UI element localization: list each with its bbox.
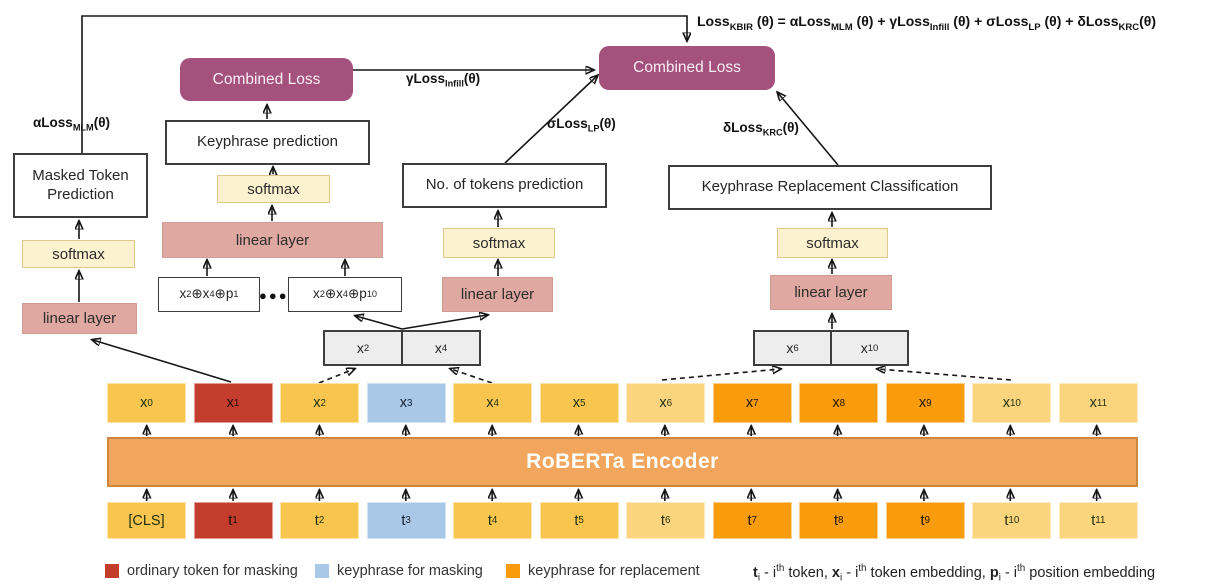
linear-layer-box-krc: linear layer <box>770 275 892 310</box>
softmax-box-infill: softmax <box>217 175 330 203</box>
arrow-pair-to-infill-input <box>356 316 403 330</box>
legend-item-keyphrase-masking: keyphrase for masking <box>315 563 483 579</box>
arrow-dashed-x10-to-pair <box>878 369 1012 381</box>
ellipsis-dots: ●●● <box>259 288 289 303</box>
arrow-dashed-x6-to-pair <box>661 369 780 381</box>
softmax-box-mlm: softmax <box>22 240 135 268</box>
roberta-encoder-box: RoBERTa Encoder <box>107 437 1138 487</box>
legend-label-keyphrase-replacement: keyphrase for replacement <box>528 563 700 579</box>
legend-label-keyphrase-masking: keyphrase for masking <box>337 563 483 579</box>
alpha-loss-mlm-label: αLossMLM(θ) <box>33 115 110 133</box>
sigma-loss-lp-label: σLossLP(θ) <box>547 116 616 134</box>
legend-item-keyphrase-replacement: keyphrase for replacement <box>506 563 700 579</box>
legend-label-ordinary-token: ordinary token for masking <box>127 563 298 579</box>
linear-layer-box-lp: linear layer <box>442 277 553 312</box>
legend-notation-note: ti - ith token, xi - ith token embedding… <box>753 563 1156 584</box>
keyphrase-replacement-classification-box: Keyphrase Replacement Classification <box>668 165 992 210</box>
arrow-x1-to-linear-left <box>93 340 232 383</box>
keyphrase-prediction-box: Keyphrase prediction <box>165 120 370 165</box>
arrow-krc-loss <box>778 93 839 166</box>
legend-swatch-red <box>105 564 119 578</box>
no-of-tokens-prediction-box: No. of tokens prediction <box>402 163 607 208</box>
arrow-pair-to-linear-lp <box>401 315 487 330</box>
delta-loss-krc-label: δLossKRC(θ) <box>723 120 799 138</box>
arrow-dashed-x2-to-pair <box>318 369 354 384</box>
linear-layer-box-mlm: linear layer <box>22 303 137 334</box>
arrow-dashed-x4-to-pair <box>451 369 493 384</box>
combined-loss-box-left: Combined Loss <box>180 58 353 101</box>
combined-loss-box-right: Combined Loss <box>599 46 775 90</box>
arrow-mlm-loss-path <box>81 15 687 153</box>
kbir-loss-formula: LossKBIR (θ) = αLossMLM (θ) + γLossInfil… <box>697 13 1157 33</box>
softmax-box-krc: softmax <box>777 228 888 258</box>
legend-swatch-orange <box>506 564 520 578</box>
legend-swatch-blue <box>315 564 329 578</box>
linear-layer-box-infill: linear layer <box>162 222 383 258</box>
token-row-CLS: [CLS] <box>107 502 186 539</box>
arrow-lp-loss <box>504 76 597 164</box>
masked-token-prediction-box: Masked Token Prediction <box>13 153 148 218</box>
legend-item-ordinary-token: ordinary token for masking <box>105 563 298 579</box>
softmax-box-lp: softmax <box>443 228 555 258</box>
gamma-loss-infill-label: γLossInfill(θ) <box>406 71 481 89</box>
